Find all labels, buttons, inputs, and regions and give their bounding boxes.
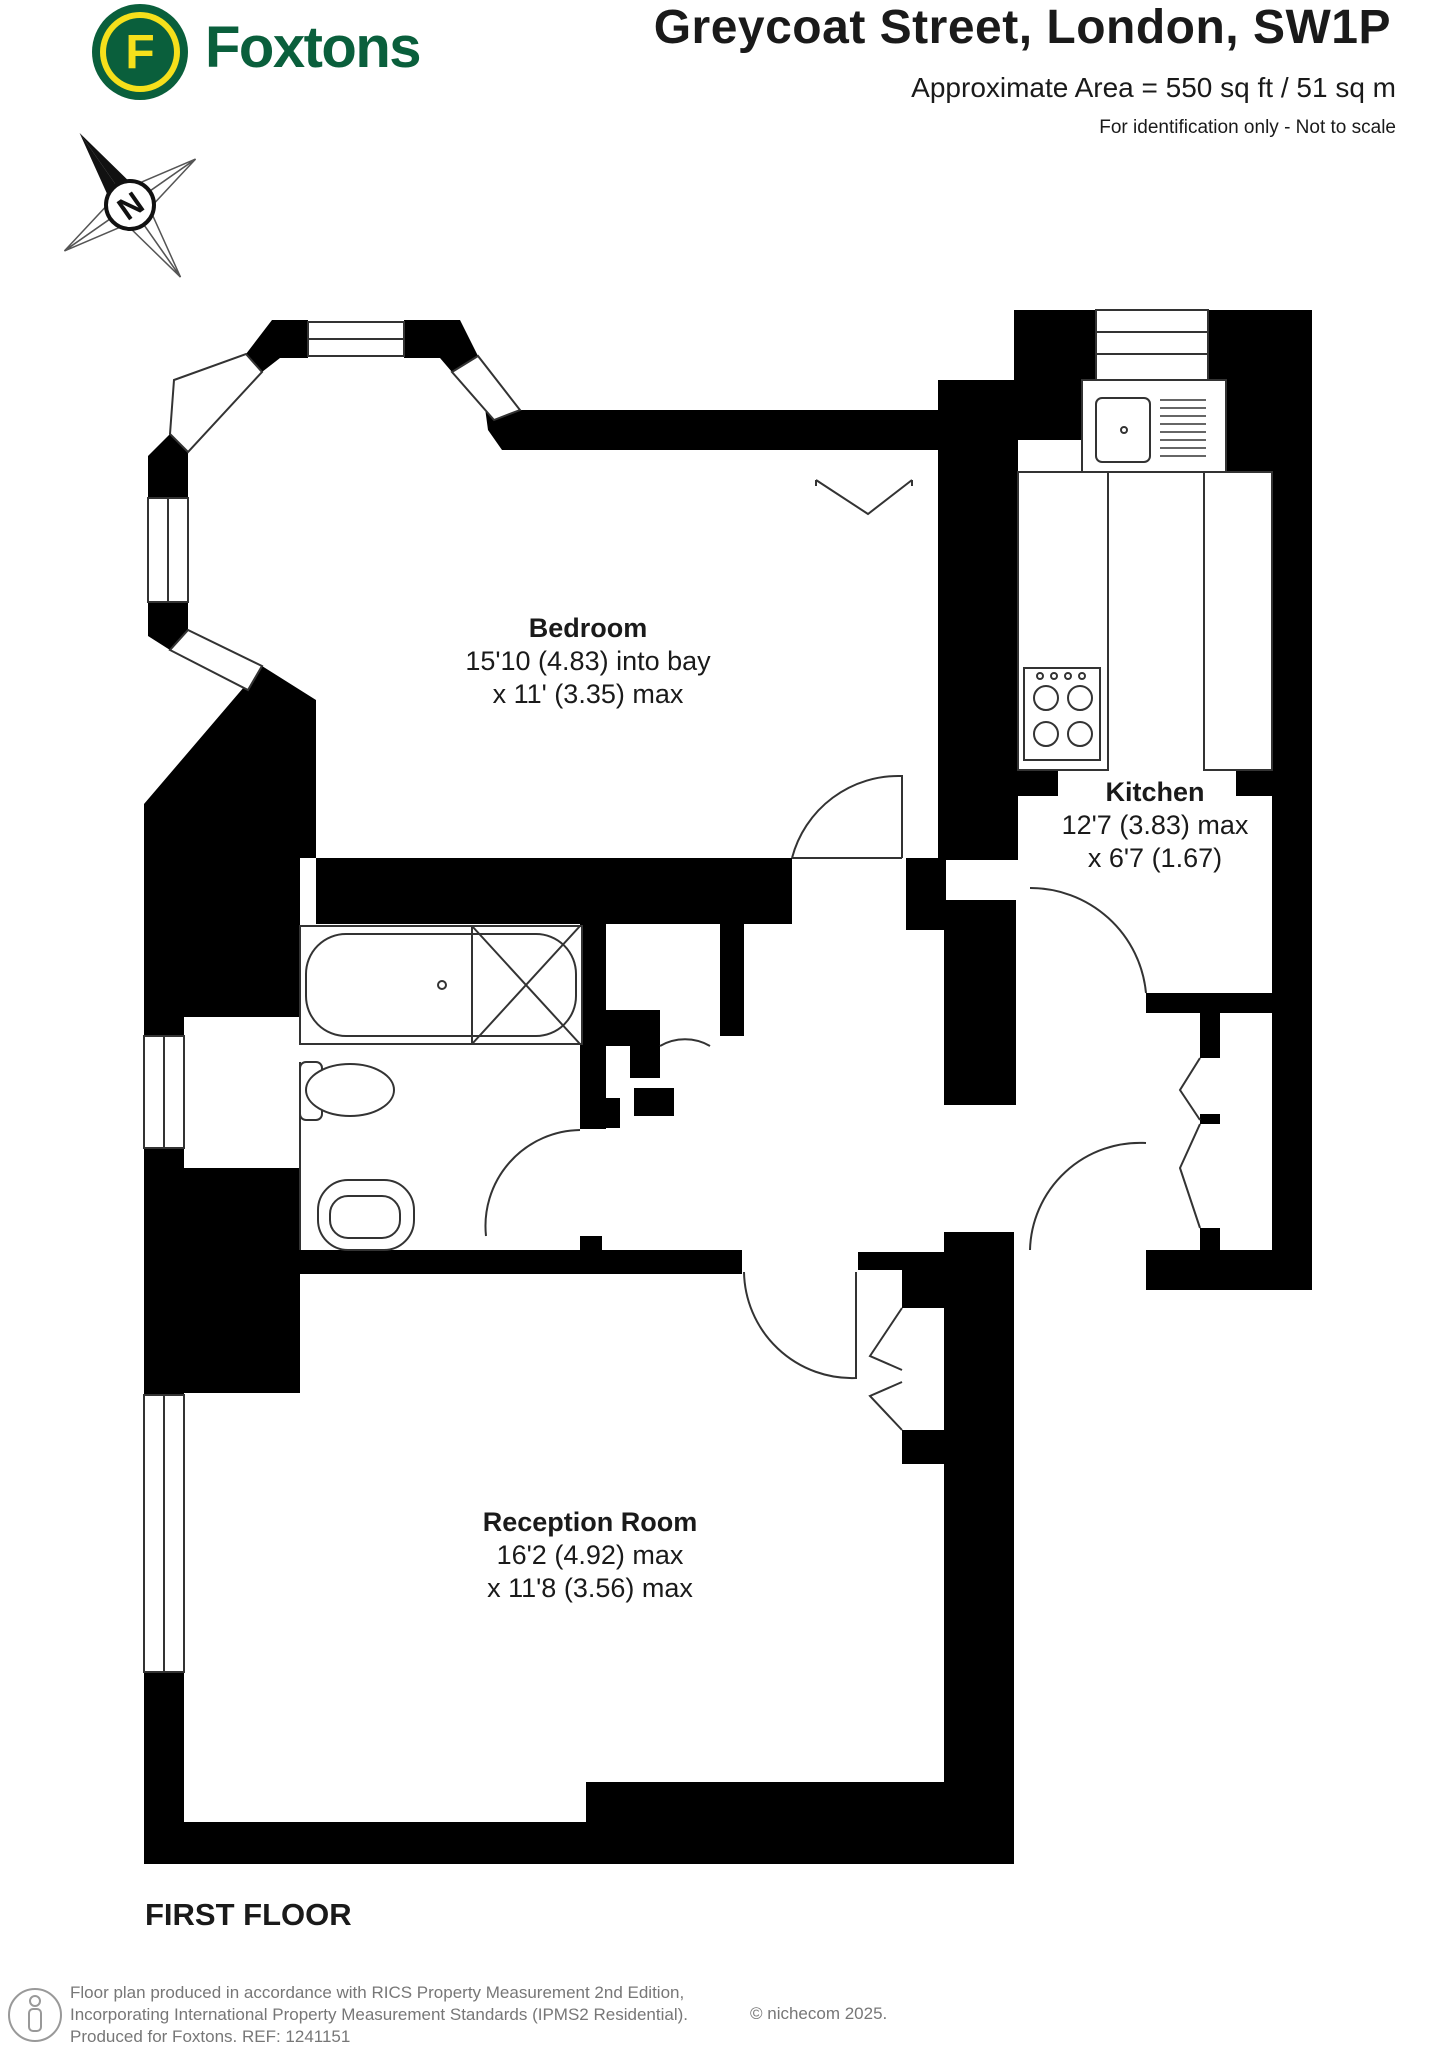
bay-window [168,352,264,454]
room-name: Kitchen [1105,777,1205,807]
bedroom-top-wall [478,356,938,450]
floor-label: FIRST FLOOR [145,1897,352,1932]
door-hall-kitchen [1029,1141,1147,1251]
room-name: Reception Room [482,1507,698,1537]
person-icon [8,1988,62,2042]
kitchen-left-wall [938,380,1018,860]
door-bedroom [791,774,903,859]
footer-line: Floor plan produced in accordance with R… [70,1983,685,2002]
bath-reception-wall [300,1250,742,1274]
copyright: © nichecom 2025. [750,2004,888,2023]
hob-icon [1023,667,1101,761]
kitchen-right-wall [1272,310,1312,1290]
left-wall [144,666,316,1395]
bay-wall [148,434,188,498]
room-dimension: 12'7 (3.83) max [1061,810,1249,840]
door-reception [743,1271,857,1380]
room-dimension: 16'2 (4.92) max [496,1540,684,1570]
kitchen-counter [1203,471,1273,771]
room-name: Bedroom [528,613,648,643]
reception-label: Reception Room 16'2 (4.92) max x 11'8 (3… [420,1506,760,1605]
footer-line: Incorporating International Property Mea… [70,2005,688,2024]
cupboard-doors [1178,1057,1201,1229]
foxtons-logo: F [92,4,188,100]
reception-right-wall [944,1232,1014,1864]
footer-notes: Floor plan produced in accordance with R… [70,1982,688,2048]
door-bath [484,1129,581,1237]
kitchen-label: Kitchen 12'7 (3.83) max x 6'7 (1.67) [1020,776,1290,875]
property-title: Greycoat Street, London, SW1P [653,1,1391,54]
brand-wordmark: Foxtons [205,15,422,80]
bay-wall [404,320,478,372]
wardrobe-doors [815,479,913,516]
reception-cupboard-doors [868,1307,903,1431]
bay-window [450,354,522,422]
bay-window [168,628,264,692]
room-dimension: x 11' (3.35) max [492,679,684,709]
approximate-area: Approximate Area = 550 sq ft / 51 sq m [911,72,1396,103]
room-dimension: x 11'8 (3.56) max [487,1573,693,1603]
logo-letter: F [125,26,154,79]
bedroom-bath-wall [316,858,792,924]
door-cupboard [659,1038,711,1047]
bay-wall [246,320,308,372]
room-dimension: x 6'7 (1.67) [1087,843,1223,873]
scale-disclaimer: For identification only - Not to scale [1099,117,1396,138]
kitchen-window [1095,309,1209,381]
reception-bottom-wall [144,1822,1014,1864]
door-kitchen [1029,886,1147,994]
bay-wall [148,602,188,650]
room-dimension: 15'10 (4.83) into bay [465,646,711,676]
footer-line: Produced for Foxtons. REF: 1241151 [70,2027,351,2046]
compass-north-icon: N [63,132,197,278]
bedroom-label: Bedroom 15'10 (4.83) into bay x 11' (3.3… [428,612,748,711]
